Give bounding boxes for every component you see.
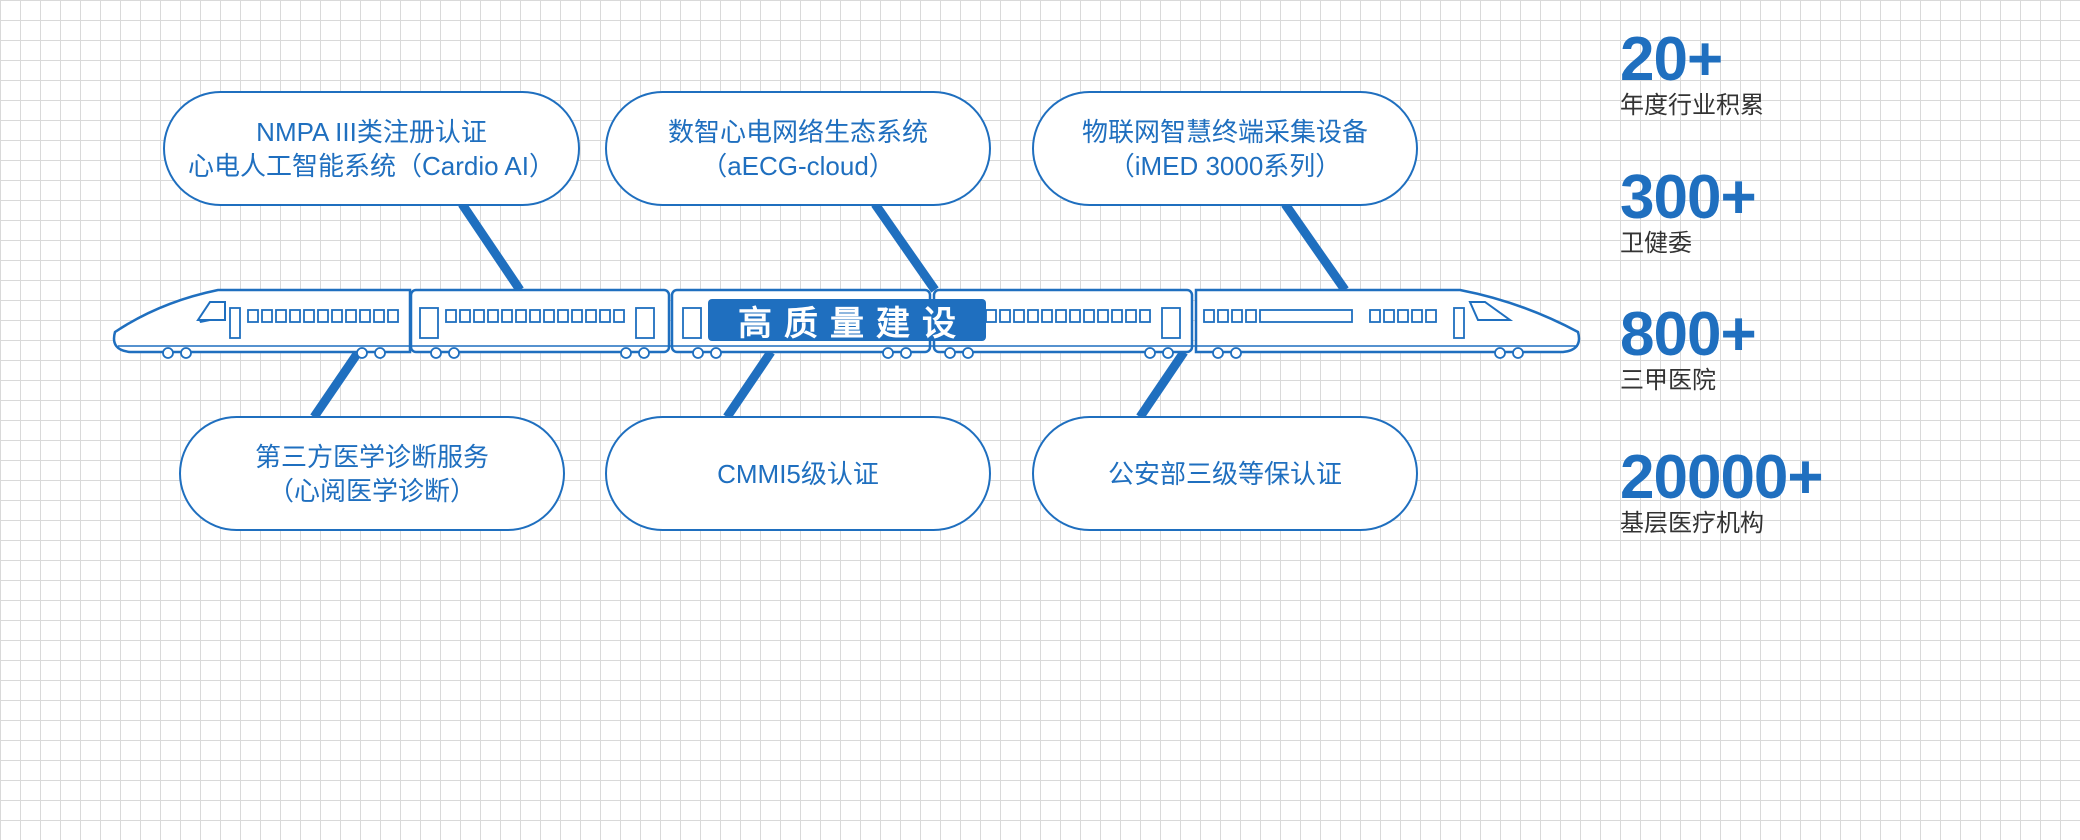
bubble-text-line: 物联网智慧终端采集设备 [1081,116,1368,147]
connector-line [1281,201,1349,293]
bubble-security-level-3: 公安部三级等保认证 [1032,416,1418,531]
stat-health-commissions: 300+ 卫健委 [1620,163,1757,258]
stat-value: 20+ [1620,25,1723,94]
connector-line [1136,349,1188,420]
windscreen-right [1468,301,1514,321]
connector-line [458,201,524,293]
stat-value: 20000+ [1620,443,1824,512]
stat-primary-institutions: 20000+ 基层医疗机构 [1620,443,1824,538]
bubble-text-line: 第三方医学诊断服务 [254,441,489,472]
bubble-cardio-ai: NMPA III类注册认证 心电人工智能系统（Cardio AI） [163,91,580,206]
stat-label: 卫健委 [1620,230,1692,257]
stat-label: 三甲医院 [1620,367,1716,394]
connector-line [871,201,939,293]
train-banner: 高质量建设 [708,299,986,343]
connector-line [310,351,361,420]
bubble-text-line: CMMI5级认证 [717,458,879,489]
stat-label: 年度行业积累 [1620,92,1764,119]
bubble-text-line: NMPA III类注册认证 [256,116,487,147]
bubble-aecg-cloud: 数智心电网络生态系统 （aECG-cloud） [605,91,991,206]
stat-tertiary-hospitals: 800+ 三甲医院 [1620,300,1757,395]
bubble-text-line: 数智心电网络生态系统 [667,116,928,147]
bubble-text-line: （aECG-cloud） [701,150,895,181]
bubble-text-line: （心阅医学诊断） [267,475,476,506]
stat-value: 800+ [1620,300,1757,369]
stat-years: 20+ 年度行业积累 [1620,28,1764,120]
bubble-imed-3000: 物联网智慧终端采集设备 （iMED 3000系列） [1032,91,1418,206]
bubble-text-line: 公安部三级等保认证 [1107,458,1342,489]
bubble-text-line: 心电人工智能系统（Cardio AI） [188,150,555,181]
connector-line [723,349,775,420]
bubble-third-party-diagnosis: 第三方医学诊断服务 （心阅医学诊断） [179,416,565,531]
stat-value: 300+ [1620,163,1757,232]
bubble-text-line: （iMED 3000系列） [1108,150,1342,181]
stat-label: 基层医疗机构 [1620,510,1764,537]
bubble-cmmi5: CMMI5级认证 [605,416,991,531]
